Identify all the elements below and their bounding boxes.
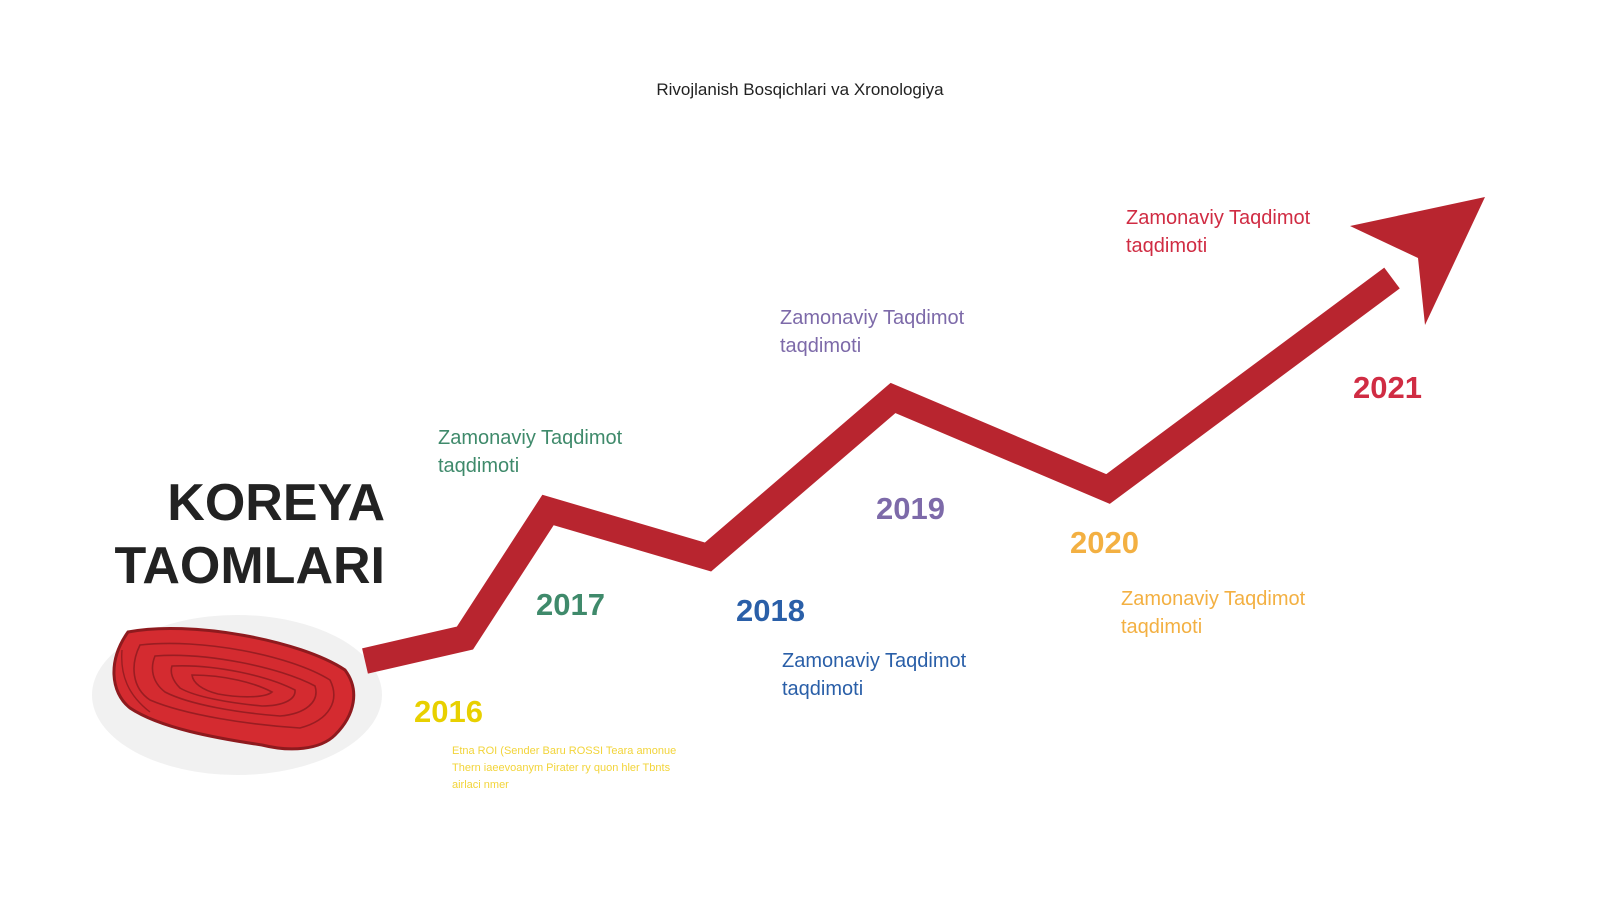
milestone-2021-text: Zamonaviy Taqdimot taqdimoti <box>1126 204 1386 260</box>
year-2020: 2020 <box>1070 525 1139 560</box>
milestone-2017-line2: taqdimoti <box>438 455 520 477</box>
arrow-head <box>1350 197 1485 325</box>
milestone-2019-line2: taqdimoti <box>780 335 862 357</box>
milestone-2021-line1: Zamonaviy Taqdimot <box>1126 207 1311 229</box>
milestone-2020-line2: taqdimoti <box>1121 616 1203 638</box>
milestone-2020-text: Zamonaviy Taqdimot taqdimoti <box>1121 585 1381 641</box>
milestone-2020-line1: Zamonaviy Taqdimot <box>1121 588 1306 610</box>
main-title-line2: TAOMLARI <box>114 537 385 595</box>
milestone-2017-text: Zamonaviy Taqdimot taqdimoti <box>438 424 698 480</box>
main-title: KOREYA TAOMLARI <box>60 472 385 598</box>
year-2019: 2019 <box>876 491 945 526</box>
year-2016: 2016 <box>414 694 483 729</box>
milestone-2018-line1: Zamonaviy Taqdimot <box>782 650 967 672</box>
milestone-2021-line2: taqdimoti <box>1126 235 1208 257</box>
milestone-2018-line2: taqdimoti <box>782 678 864 700</box>
milestone-2016-text: Etna ROI (Sender Baru ROSSI Teara amonue… <box>452 745 677 791</box>
main-title-line1: KOREYA <box>167 474 385 532</box>
milestone-2017-line1: Zamonaviy Taqdimot <box>438 427 623 449</box>
milestone-2018-text: Zamonaviy Taqdimot taqdimoti <box>782 647 1042 703</box>
year-2021: 2021 <box>1353 370 1422 405</box>
milestone-2019-line1: Zamonaviy Taqdimot <box>780 307 965 329</box>
year-2018: 2018 <box>736 593 805 628</box>
arrow-path <box>362 267 1400 674</box>
slide-subtitle: Rivojlanish Bosqichlari va Xronologiya <box>656 80 944 99</box>
meat-slice-icon <box>112 626 356 751</box>
milestone-2019-text: Zamonaviy Taqdimot taqdimoti <box>780 304 1040 360</box>
year-2017: 2017 <box>536 587 605 622</box>
